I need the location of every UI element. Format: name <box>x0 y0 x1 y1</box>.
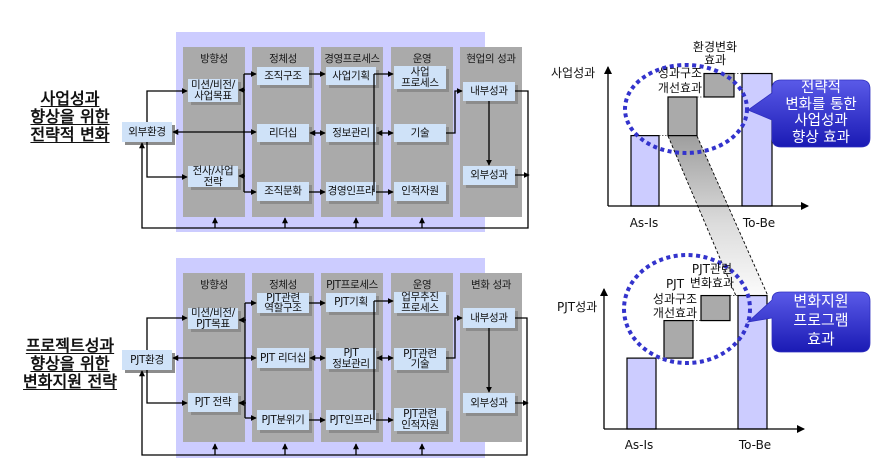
column-header: 변화 성과 <box>471 279 511 291</box>
bar-as-is <box>626 357 657 430</box>
external-results-box: 외부성과 <box>463 393 515 413</box>
annotation-change-effect: PJT관련 변화효과 <box>689 262 735 290</box>
annotation-structure-effect: 성과구조 개선효과 <box>657 66 703 95</box>
column-header: 운영 <box>412 279 432 291</box>
org-culture-box: 조직문화 <box>257 182 309 201</box>
x-tick-label: As-Is <box>629 216 659 230</box>
title-line: 전략적 변화 <box>30 125 110 144</box>
pjt-info-management-box: PJT 정보관리 <box>326 348 376 369</box>
column-header: 운영 <box>412 53 432 65</box>
title-line: 사업성과 <box>40 89 100 108</box>
info-management-box: 정보관리 <box>326 124 376 142</box>
x-tick-label: To-Be <box>742 216 776 230</box>
callout-line: 사업성과 <box>794 113 848 129</box>
bars-layer <box>626 72 773 430</box>
bar-to-be <box>737 294 768 430</box>
pjt-mission-box: 미션/비전/ PJT목표 <box>188 308 238 329</box>
column-header: 경영프로세스 <box>324 53 380 65</box>
x-tick-label: To-Be <box>738 438 772 452</box>
callout-line: 프로그램 <box>793 311 849 329</box>
title-line: 변화지원 전략 <box>23 372 117 391</box>
bar-as-is <box>630 135 660 207</box>
strategy-diagram-title: 사업성과 향상을 위한 전략적 변화 <box>14 90 126 144</box>
business-process-box: 사업 프로세스 <box>394 66 446 89</box>
pjt-planning-box: PJT기획 <box>326 293 376 312</box>
column-header: 방향성 <box>200 279 228 291</box>
technology-box: 기술 <box>394 124 446 142</box>
column-header: 정체성 <box>269 53 297 65</box>
mission-box: 미션/비전/ 사업목표 <box>188 79 238 102</box>
title-line: 향상을 위한 <box>30 354 110 373</box>
pjt-role-structure-box: PJT관련 역할구조 <box>257 292 309 313</box>
pjt-human-resources-box: PJT관련 인적자원 <box>394 408 446 431</box>
human-resources-box: 인적자원 <box>394 182 446 201</box>
bar-structure-effect <box>663 319 694 359</box>
bar-to-be <box>741 72 773 207</box>
column-results: 현업의 성과 <box>460 47 522 217</box>
column-header: 방향성 <box>200 53 228 65</box>
work-process-box: 업무추진 프로세스 <box>394 292 446 313</box>
org-structure-box: 조직구조 <box>257 67 309 85</box>
column-header: PJT프로세스 <box>326 279 378 291</box>
external-results-box: 외부성과 <box>463 166 515 185</box>
pjt-strategy-box: PJT 전략 <box>188 393 238 412</box>
pjt-environment-box: PJT환경 <box>122 350 172 370</box>
change-diagram-title: 프로젝트성과 향상을 위한 변화지원 전략 <box>14 337 126 391</box>
pjt-leadership-box: PJT 리더십 <box>257 348 309 368</box>
column-direction: 방향성 <box>183 47 245 217</box>
annotation-structure-effect: PJT 성과구조 개선효과 <box>652 277 698 320</box>
y-axis-label: 사업성과 <box>551 66 596 80</box>
pjt-infra-box: PJT인프라 <box>326 410 376 430</box>
callout-line: 전략적 <box>800 80 842 96</box>
title-line: 프로젝트성과 <box>25 336 115 355</box>
y-axis-label: PJT성과 <box>557 300 598 314</box>
column-header: 정체성 <box>269 279 297 291</box>
callout-line: 향상 효과 <box>792 129 850 146</box>
x-tick-label: As-Is <box>624 438 654 452</box>
callout-text: 전략적 변화를 통한 사업성과 향상 효과 <box>772 80 870 146</box>
callout-text: 변화지원 프로그램 효과 <box>772 292 870 349</box>
environment-box: 외부환경 <box>122 122 172 142</box>
bar-structure-effect <box>667 96 698 137</box>
callout-line: 변화를 통한 <box>785 96 857 113</box>
pjt-technology-box: PJT관련 기술 <box>394 348 446 370</box>
leadership-box: 리더십 <box>257 124 309 142</box>
strategy-box: 전사/사업 전략 <box>188 166 238 187</box>
pjt-atmosphere-box: PJT분위기 <box>257 410 309 430</box>
column-change-results: 변화 성과 <box>460 273 522 442</box>
column-direction: 방향성 <box>183 273 245 442</box>
callout-line: 효과 <box>807 330 835 348</box>
callout-line: 변화지원 <box>793 292 849 310</box>
internal-results-box: 내부성과 <box>463 308 515 328</box>
title-line: 향상을 위한 <box>30 107 110 126</box>
column-header: 현업의 성과 <box>466 53 516 65</box>
annotation-environment-effect: 환경변화 효과 <box>692 40 738 67</box>
internal-results-box: 내부성과 <box>463 82 515 101</box>
business-planning-box: 사업기획 <box>326 67 376 85</box>
management-infra-box: 경영인프라 <box>326 182 376 201</box>
